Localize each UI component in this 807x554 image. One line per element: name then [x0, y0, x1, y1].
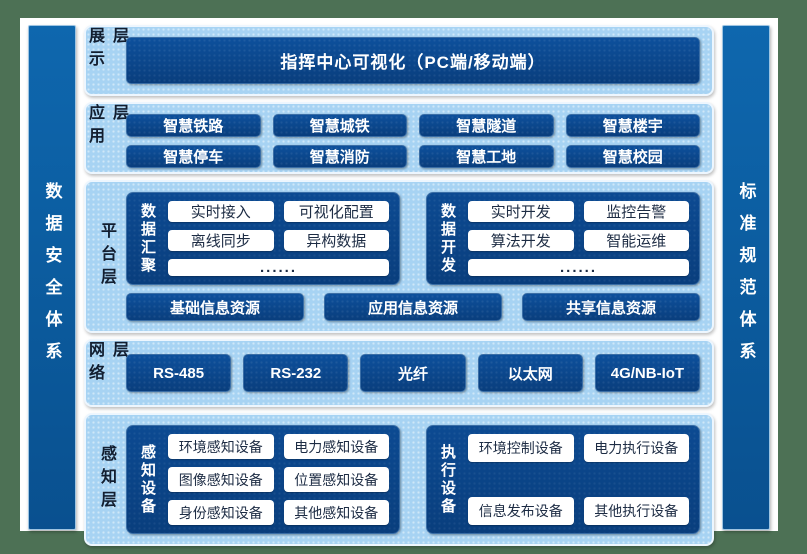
- feature-box-visual-config: 可视化配置: [283, 201, 389, 222]
- diagram-stage: 数据安全体系 展示层 指挥中心可视化（PC端/移动端） 应用层 智慧铁路: [20, 18, 778, 546]
- network-tile-ethernet: 以太网: [477, 354, 583, 392]
- group-sensing-devices: 感知设备 环境感知设备 电力感知设备 图像感知设备 位置感知设备 身份感知设备 …: [126, 425, 400, 534]
- feature-box-heterogeneous-data: 异构数据: [283, 230, 389, 251]
- data-aggregation-grid: 实时接入 可视化配置 离线同步 异构数据 ......: [168, 201, 389, 276]
- device-box-environment-sensing: 环境感知设备: [168, 434, 274, 459]
- layers-column: 展示层 指挥中心可视化（PC端/移动端） 应用层 智慧铁路 智慧城铁 智慧隧道 …: [84, 25, 714, 546]
- information-resources-row: 基础信息资源 应用信息资源 共享信息资源: [126, 293, 700, 321]
- device-box-other-execution: 其他执行设备: [583, 497, 689, 525]
- device-box-image-sensing: 图像感知设备: [168, 467, 274, 492]
- application-layer-content: 智慧铁路 智慧城铁 智慧隧道 智慧楼宇 智慧停车 智慧消防 智慧工地 智慧校园: [126, 104, 712, 172]
- layer-panel-application: 应用层 智慧铁路 智慧城铁 智慧隧道 智慧楼宇 智慧停车 智慧消防 智慧工地 智…: [84, 102, 714, 174]
- command-center-visualization-box: 指挥中心可视化（PC端/移动端）: [126, 37, 700, 84]
- group-label-data-aggregation: 数据汇聚: [139, 202, 156, 275]
- pillar-standards-label: 标准规范体系: [736, 181, 756, 374]
- data-development-grid: 实时开发 监控告警 算法开发 智能运维 ......: [468, 201, 689, 276]
- device-box-power-execution: 电力执行设备: [583, 434, 689, 462]
- group-execution-devices: 执行设备 环境控制设备 电力执行设备 信息发布设备 其他执行设备: [426, 425, 700, 534]
- platform-content-stack: 数据汇聚 实时接入 可视化配置 离线同步 异构数据 ......: [126, 192, 700, 321]
- network-tile-rs485: RS-485: [126, 354, 232, 392]
- device-box-location-sensing: 位置感知设备: [283, 467, 389, 492]
- app-tile-smart-building: 智慧楼宇: [565, 114, 700, 137]
- app-tile-smart-railway: 智慧铁路: [126, 114, 261, 137]
- network-tile-row: RS-485 RS-232 光纤 以太网 4G/NB-IoT: [126, 351, 701, 395]
- device-box-info-publishing: 信息发布设备: [468, 497, 574, 525]
- layer-label-application: 应用层: [86, 104, 127, 150]
- device-box-power-sensing: 电力感知设备: [283, 434, 389, 459]
- resource-tile-shared-info: 共享信息资源: [522, 293, 700, 321]
- execution-devices-grid: 环境控制设备 电力执行设备 信息发布设备 其他执行设备: [468, 434, 689, 525]
- pillar-data-security-label: 数据安全体系: [42, 181, 62, 374]
- platform-groups-row: 数据汇聚 实时接入 可视化配置 离线同步 异构数据 ......: [126, 192, 700, 285]
- group-label-sensing-devices: 感知设备: [139, 443, 156, 516]
- application-tile-grid: 智慧铁路 智慧城铁 智慧隧道 智慧楼宇 智慧停车 智慧消防 智慧工地 智慧校园: [126, 114, 700, 168]
- layer-panel-network: 网络层 RS-485 RS-232 光纤 以太网 4G/NB-IoT: [84, 339, 714, 407]
- network-tile-fiber: 光纤: [360, 354, 466, 392]
- feature-box-algorithm-dev: 算法开发: [468, 230, 574, 251]
- perception-layer-content: 感知设备 环境感知设备 电力感知设备 图像感知设备 位置感知设备 身份感知设备 …: [126, 415, 712, 544]
- group-label-data-development: 数据开发: [439, 202, 456, 275]
- app-tile-smart-parking: 智慧停车: [126, 145, 261, 168]
- pillar-standards: 标准规范体系: [722, 25, 770, 530]
- group-data-development: 数据开发 实时开发 监控告警 算法开发 智能运维 ......: [426, 192, 700, 285]
- device-box-other-sensing: 其他感知设备: [283, 500, 389, 525]
- layer-panel-display: 展示层 指挥中心可视化（PC端/移动端）: [84, 25, 714, 96]
- device-box-identity-sensing: 身份感知设备: [168, 500, 274, 525]
- layer-label-perception: 感知层: [98, 445, 115, 514]
- layer-panel-perception: 感知层 感知设备 环境感知设备 电力感知设备 图像感知设备 位置: [84, 413, 714, 546]
- resource-tile-basic-info: 基础信息资源: [126, 293, 304, 321]
- platform-layer-content: 数据汇聚 实时接入 可视化配置 离线同步 异构数据 ......: [126, 182, 712, 331]
- layer-label-display: 展示层: [86, 27, 127, 73]
- app-tile-smart-campus: 智慧校园: [565, 145, 700, 168]
- group-label-execution-devices: 执行设备: [439, 443, 456, 516]
- network-tile-rs232: RS-232: [243, 354, 349, 392]
- network-tile-4g-nbiot: 4G/NB-IoT: [594, 354, 701, 392]
- feature-box-intelligent-ops: 智能运维: [583, 230, 689, 251]
- app-tile-smart-metro: 智慧城铁: [272, 114, 407, 137]
- sensing-devices-grid: 环境感知设备 电力感知设备 图像感知设备 位置感知设备 身份感知设备 其他感知设…: [168, 434, 389, 525]
- feature-box-monitoring-alert: 监控告警: [583, 201, 689, 222]
- device-box-environment-control: 环境控制设备: [468, 434, 574, 462]
- perception-groups-row: 感知设备 环境感知设备 电力感知设备 图像感知设备 位置感知设备 身份感知设备 …: [126, 425, 700, 534]
- feature-box-more-aggregation: ......: [168, 259, 389, 276]
- display-layer-content: 指挥中心可视化（PC端/移动端）: [126, 27, 712, 94]
- feature-box-offline-sync: 离线同步: [168, 230, 274, 251]
- feature-box-realtime-dev: 实时开发: [468, 201, 574, 222]
- feature-box-more-development: ......: [468, 259, 689, 276]
- app-tile-smart-tunnel: 智慧隧道: [419, 114, 554, 137]
- resource-tile-application-info: 应用信息资源: [324, 293, 502, 321]
- layer-label-network: 网络层: [86, 341, 127, 387]
- pillar-data-security: 数据安全体系: [28, 25, 76, 530]
- app-tile-smart-firefighting: 智慧消防: [272, 145, 407, 168]
- layer-panel-platform: 平台层 数据汇聚 实时接入 可视化配置: [84, 180, 714, 333]
- app-tile-smart-construction: 智慧工地: [419, 145, 554, 168]
- layer-label-platform: 平台层: [98, 222, 115, 291]
- feature-box-realtime-access: 实时接入: [168, 201, 274, 222]
- group-data-aggregation: 数据汇聚 实时接入 可视化配置 离线同步 异构数据 ......: [126, 192, 400, 285]
- network-layer-content: RS-485 RS-232 光纤 以太网 4G/NB-IoT: [126, 341, 712, 405]
